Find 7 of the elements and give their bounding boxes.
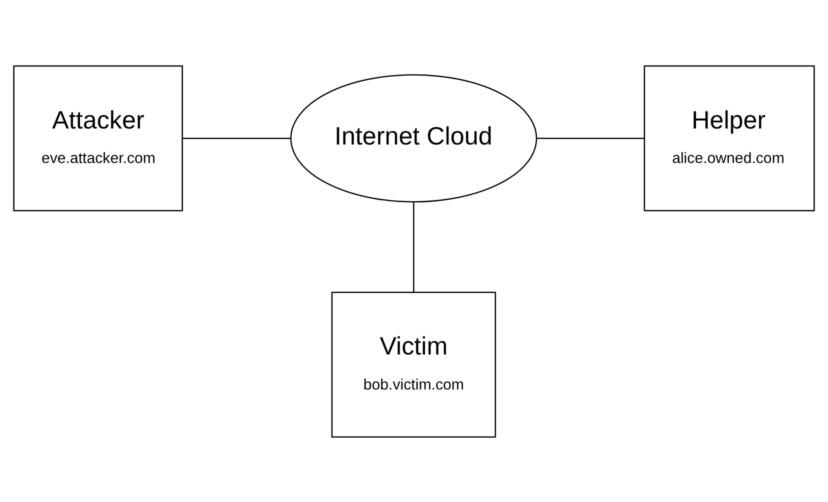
connector: [182, 137, 290, 138]
node-ellipse: Internet Cloud: [290, 74, 538, 202]
connector: [536, 137, 644, 138]
connector: [413, 201, 414, 292]
node-box: Attacker eve.attacker.com: [13, 64, 183, 211]
node-box: Victim bob.victim.com: [331, 291, 496, 438]
node-box: Helper alice.owned.com: [644, 64, 815, 211]
